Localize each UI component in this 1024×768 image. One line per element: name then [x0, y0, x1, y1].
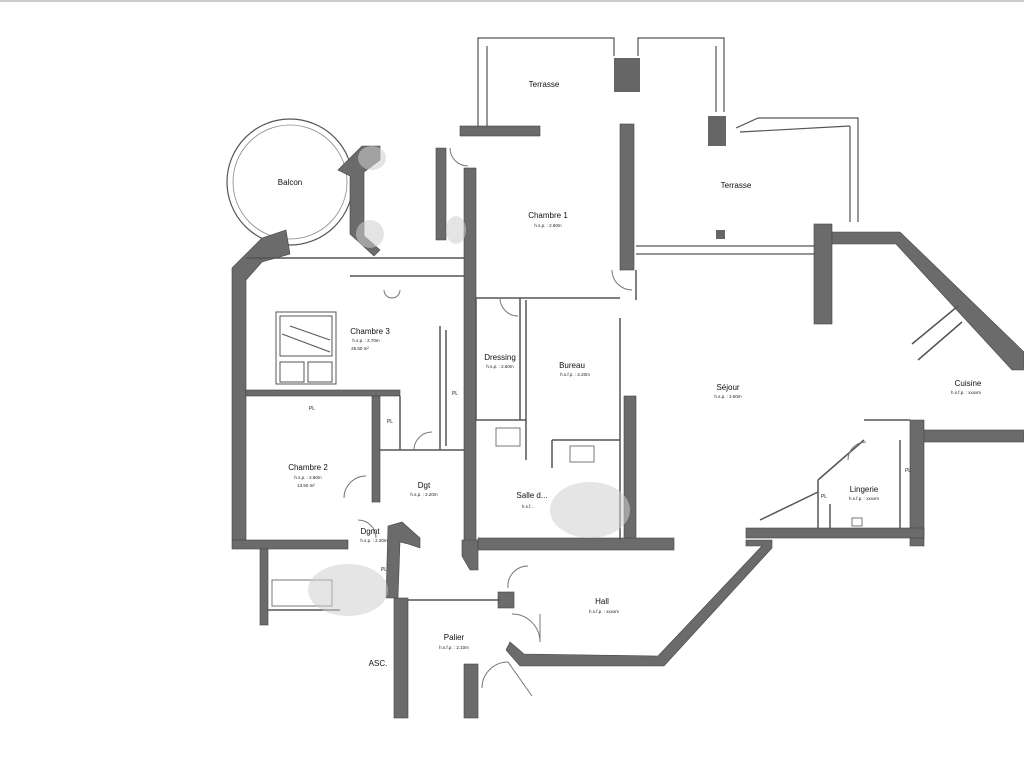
room-height-chambre-3: h.s.p. : 2.70m: [352, 338, 380, 343]
room-height-dgt: h.s.p. : 2.20m: [410, 492, 438, 497]
room-height-palier: h.s.f.p. : 2.10m: [439, 645, 469, 650]
redaction-blur: [308, 146, 630, 616]
room-height-sejour: h.s.p. : 2.60m: [714, 394, 742, 399]
door-swings: [343, 147, 867, 697]
pl-marker: PL: [821, 494, 827, 500]
room-height-chambre-1: h.s.p. : 2.60m: [534, 223, 562, 228]
pl-marker: PL: [452, 391, 458, 397]
balcon-outline: [232, 124, 348, 240]
room-label-chambre-3: Chambre 3: [350, 327, 390, 336]
room-height-dressing: h.s.p. : 2.60m: [486, 364, 514, 369]
room-label-salle: Salle d...: [516, 491, 547, 500]
terrasse-pillar: [614, 58, 640, 92]
room-height-dgmt: h.s.p. : 2.20m: [360, 538, 388, 543]
room-height-chambre-2: h.s.p. : 2.60m: [294, 475, 322, 480]
pl-marker: PL: [387, 419, 393, 425]
room-area-chambre-2: 13.50 m²: [297, 483, 315, 488]
room-height-lingerie: h.s.f.p. : xxxxm: [849, 496, 879, 501]
room-label-chambre-1: Chambre 1: [528, 211, 568, 220]
sink: [495, 427, 521, 447]
room-label-hall: Hall: [595, 597, 609, 606]
room-label-dgmt: Dgmt: [360, 527, 380, 536]
elevator-label: ASC.: [369, 659, 388, 668]
room-label-dressing: Dressing: [484, 353, 516, 362]
room-label-palier: Palier: [444, 633, 465, 642]
room-height-bureau: h.s.f.p. : 2.20m: [560, 372, 590, 377]
terrasse-post: [716, 230, 725, 239]
sink: [569, 445, 595, 463]
pl-marker: PL: [309, 406, 315, 412]
room-label-bureau: Bureau: [559, 361, 585, 370]
room-label-sejour: Séjour: [716, 383, 739, 392]
room-label-terrasse: Terrasse: [529, 80, 560, 89]
room-height-cuisine: h.s.f.p. : xxxxm: [951, 390, 981, 395]
pl-marker: PL: [905, 468, 911, 474]
room-label-cuisine: Cuisine: [955, 379, 982, 388]
room-label-lingerie: Lingerie: [850, 485, 879, 494]
room-label-dgt: Dgt: [418, 481, 431, 490]
bed: [275, 311, 337, 385]
room-height-salle: h.s.f...: [522, 504, 534, 509]
terrasse-outline: [477, 37, 859, 255]
room-label-balcon: Balcon: [278, 178, 302, 187]
washing-machine: [851, 517, 863, 527]
partitions: [246, 257, 963, 611]
terrasse-pillar: [708, 116, 726, 146]
room-label-chambre-2: Chambre 2: [288, 463, 328, 472]
walls: [231, 123, 1024, 719]
pl-marker: PL: [381, 567, 387, 573]
room-height-hall: h.s.f.p. : xxxxm: [589, 609, 619, 614]
room-area-chambre-3: 25.60 m²: [351, 346, 369, 351]
room-label-terrasse: Terrasse: [721, 181, 752, 190]
